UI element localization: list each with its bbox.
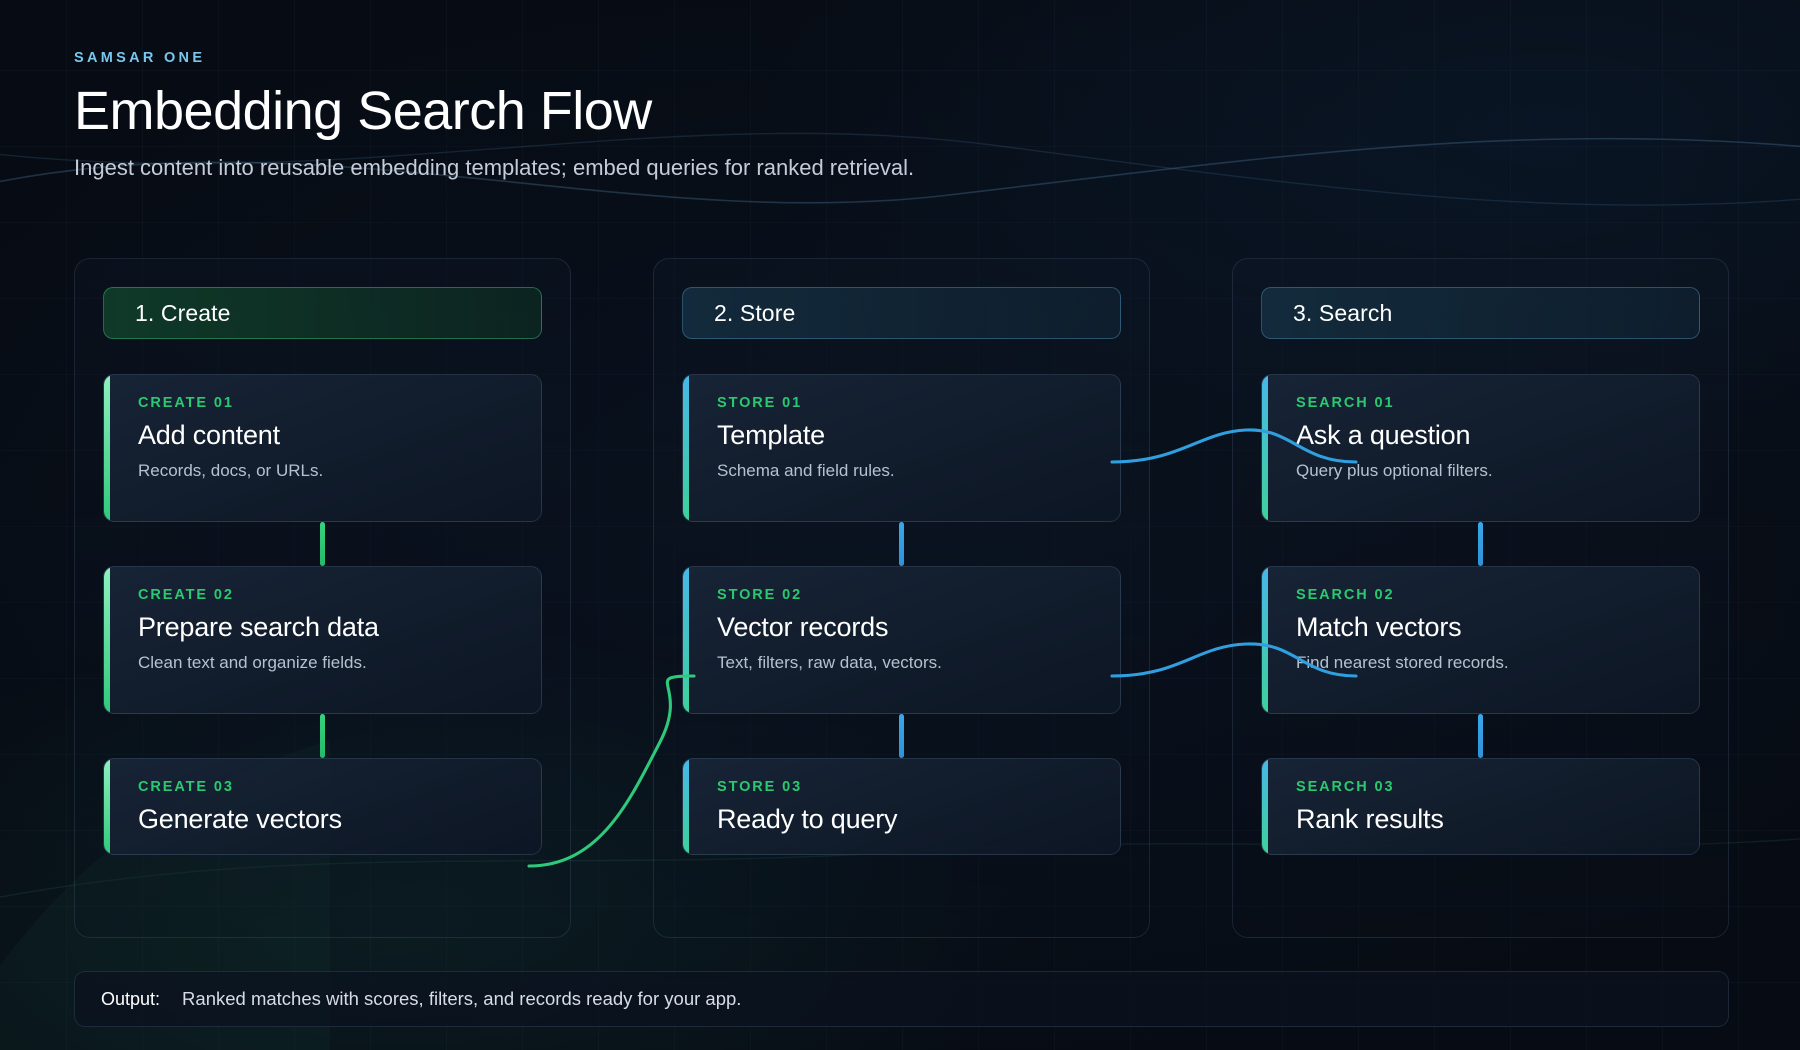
card-eyebrow: CREATE 03 bbox=[138, 779, 234, 795]
brand-eyebrow: SAMSAR ONE bbox=[74, 50, 206, 66]
card-eyebrow: STORE 03 bbox=[717, 779, 803, 795]
output-text: Ranked matches with scores, filters, and… bbox=[182, 988, 742, 1009]
card-description: Query plus optional filters. bbox=[1296, 461, 1493, 481]
card-eyebrow: CREATE 02 bbox=[138, 587, 234, 603]
card-eyebrow: STORE 02 bbox=[717, 587, 803, 603]
vertical-connector bbox=[1478, 522, 1483, 566]
card-create-3[interactable]: CREATE 03 Generate vectors bbox=[103, 758, 542, 856]
column-header-store[interactable]: 2. Store bbox=[682, 287, 1121, 339]
card-eyebrow: SEARCH 02 bbox=[1296, 587, 1395, 603]
card-title: Ask a question bbox=[1296, 420, 1471, 450]
card-title: Add content bbox=[138, 420, 280, 450]
card-title: Match vectors bbox=[1296, 612, 1462, 642]
page-title: Embedding Search Flow bbox=[74, 81, 652, 141]
column-header-create[interactable]: 1. Create bbox=[103, 287, 542, 339]
column-header-search[interactable]: 3. Search bbox=[1261, 287, 1700, 339]
card-accent-bar bbox=[104, 375, 110, 521]
card-title: Ready to query bbox=[717, 804, 898, 834]
card-eyebrow: SEARCH 03 bbox=[1296, 779, 1395, 795]
card-title: Vector records bbox=[717, 612, 889, 642]
card-description: Find nearest stored records. bbox=[1296, 653, 1509, 673]
card-eyebrow: SEARCH 01 bbox=[1296, 395, 1395, 411]
page-header: SAMSAR ONE Embedding Search Flow Ingest … bbox=[74, 50, 914, 181]
card-description: Records, docs, or URLs. bbox=[138, 461, 324, 481]
card-accent-bar bbox=[104, 567, 110, 713]
vertical-connector bbox=[320, 714, 325, 758]
card-title: Prepare search data bbox=[138, 612, 379, 642]
card-description: Text, filters, raw data, vectors. bbox=[717, 653, 942, 673]
card-accent-bar bbox=[683, 375, 689, 521]
card-eyebrow: STORE 01 bbox=[717, 395, 803, 411]
card-store-3[interactable]: STORE 03 Ready to query bbox=[682, 758, 1121, 856]
card-accent-bar bbox=[1262, 567, 1268, 713]
page-subtitle: Ingest content into reusable embedding t… bbox=[74, 155, 915, 181]
output-bar: Output: Ranked matches with scores, filt… bbox=[74, 971, 1729, 1027]
card-accent-bar bbox=[1262, 759, 1268, 855]
vertical-connector bbox=[1478, 714, 1483, 758]
vertical-connector bbox=[899, 522, 904, 566]
card-title: Rank results bbox=[1296, 804, 1444, 834]
card-description: Schema and field rules. bbox=[717, 461, 895, 481]
card-accent-bar bbox=[1262, 375, 1268, 521]
output-label: Output: bbox=[101, 988, 161, 1009]
card-eyebrow: CREATE 01 bbox=[138, 395, 234, 411]
card-title: Generate vectors bbox=[138, 804, 342, 834]
card-accent-bar bbox=[683, 567, 689, 713]
card-description: Clean text and organize fields. bbox=[138, 653, 367, 673]
card-accent-bar bbox=[104, 759, 110, 855]
vertical-connector bbox=[899, 714, 904, 758]
card-accent-bar bbox=[683, 759, 689, 855]
vertical-connector bbox=[320, 522, 325, 566]
card-search-3[interactable]: SEARCH 03 Rank results bbox=[1261, 758, 1700, 856]
card-title: Template bbox=[717, 420, 825, 450]
